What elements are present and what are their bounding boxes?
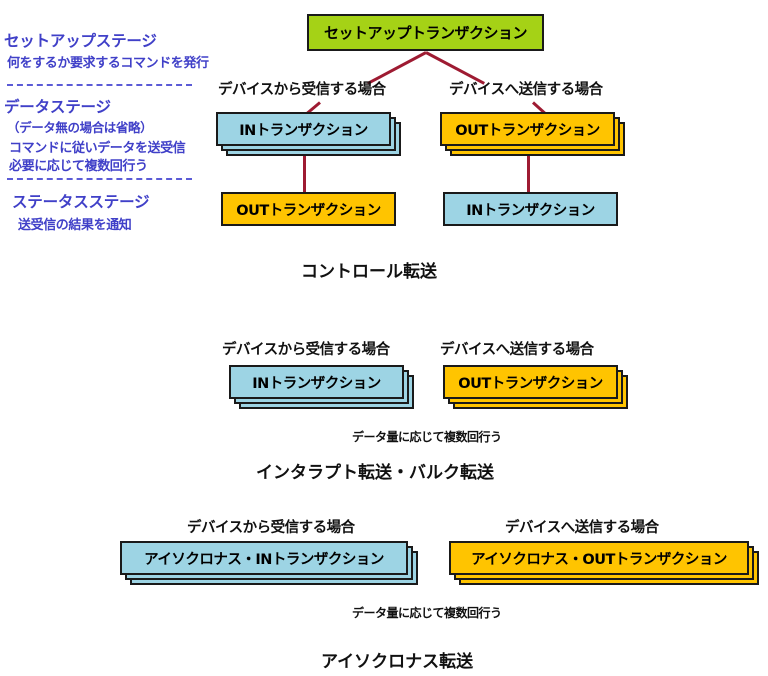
control-branch-1-data-box[interactable]: OUTトランザクション	[440, 112, 615, 146]
control-section-title: コントロール転送	[301, 262, 437, 282]
interrupt-branch-1-data-box[interactable]: OUTトランザクション	[443, 365, 618, 399]
interrupt-section-title: インタラプト転送・バルク転送	[256, 463, 494, 483]
legend-data-stage-desc-1: コマンドに従いデータを送受信	[9, 141, 186, 156]
isochronous-branch-0-caption: デバイスから受信する場合	[187, 520, 355, 536]
legend-divider-1	[7, 84, 192, 86]
legend-data-stage-title: データステージ	[4, 98, 111, 116]
legend-data-stage-desc-0: （データ無の場合は省略）	[7, 120, 153, 135]
interrupt-branch-0-caption: デバイスから受信する場合	[222, 342, 390, 358]
isochronous-branch-0-data-box[interactable]: アイソクロナス・INトランザクション	[120, 541, 408, 575]
control-branch-0-data-box[interactable]: INトランザクション	[216, 112, 391, 146]
control-branch-0-caption: デバイスから受信する場合	[218, 82, 386, 98]
isochronous-section-title: アイソクロナス転送	[321, 652, 474, 672]
legend-setup-stage-desc-0: 何をするか要求するコマンドを発行	[7, 56, 209, 71]
legend-divider-2	[7, 178, 192, 180]
interrupt-branch-1-caption: デバイスへ送信する場合	[440, 342, 594, 358]
control-branch-0-status-connector	[303, 156, 306, 192]
control-branch-1-status-box[interactable]: INトランザクション	[443, 192, 618, 226]
legend-data-stage-desc-2: 必要に応じて複数回行う	[9, 159, 148, 174]
isochronous-section-note: データ量に応じて複数回行う	[352, 606, 502, 620]
isochronous-branch-1-caption: デバイスへ送信する場合	[505, 520, 659, 536]
isochronous-branch-1-data-box[interactable]: アイソクロナス・OUTトランザクション	[449, 541, 749, 575]
legend-status-stage-title: ステータスステージ	[12, 193, 150, 211]
control-setup-transaction-box[interactable]: セットアップトランザクション	[307, 14, 544, 51]
interrupt-branch-0-data-box[interactable]: INトランザクション	[229, 365, 404, 399]
legend-setup-stage-title: セットアップステージ	[4, 32, 157, 50]
interrupt-section-note: データ量に応じて複数回行う	[352, 430, 502, 444]
legend-status-stage-desc-0: 送受信の結果を通知	[18, 218, 132, 233]
control-branch-0-status-box[interactable]: OUTトランザクション	[221, 192, 396, 226]
control-branch-1-caption: デバイスへ送信する場合	[449, 82, 603, 98]
control-branch-1-status-connector	[527, 156, 530, 192]
